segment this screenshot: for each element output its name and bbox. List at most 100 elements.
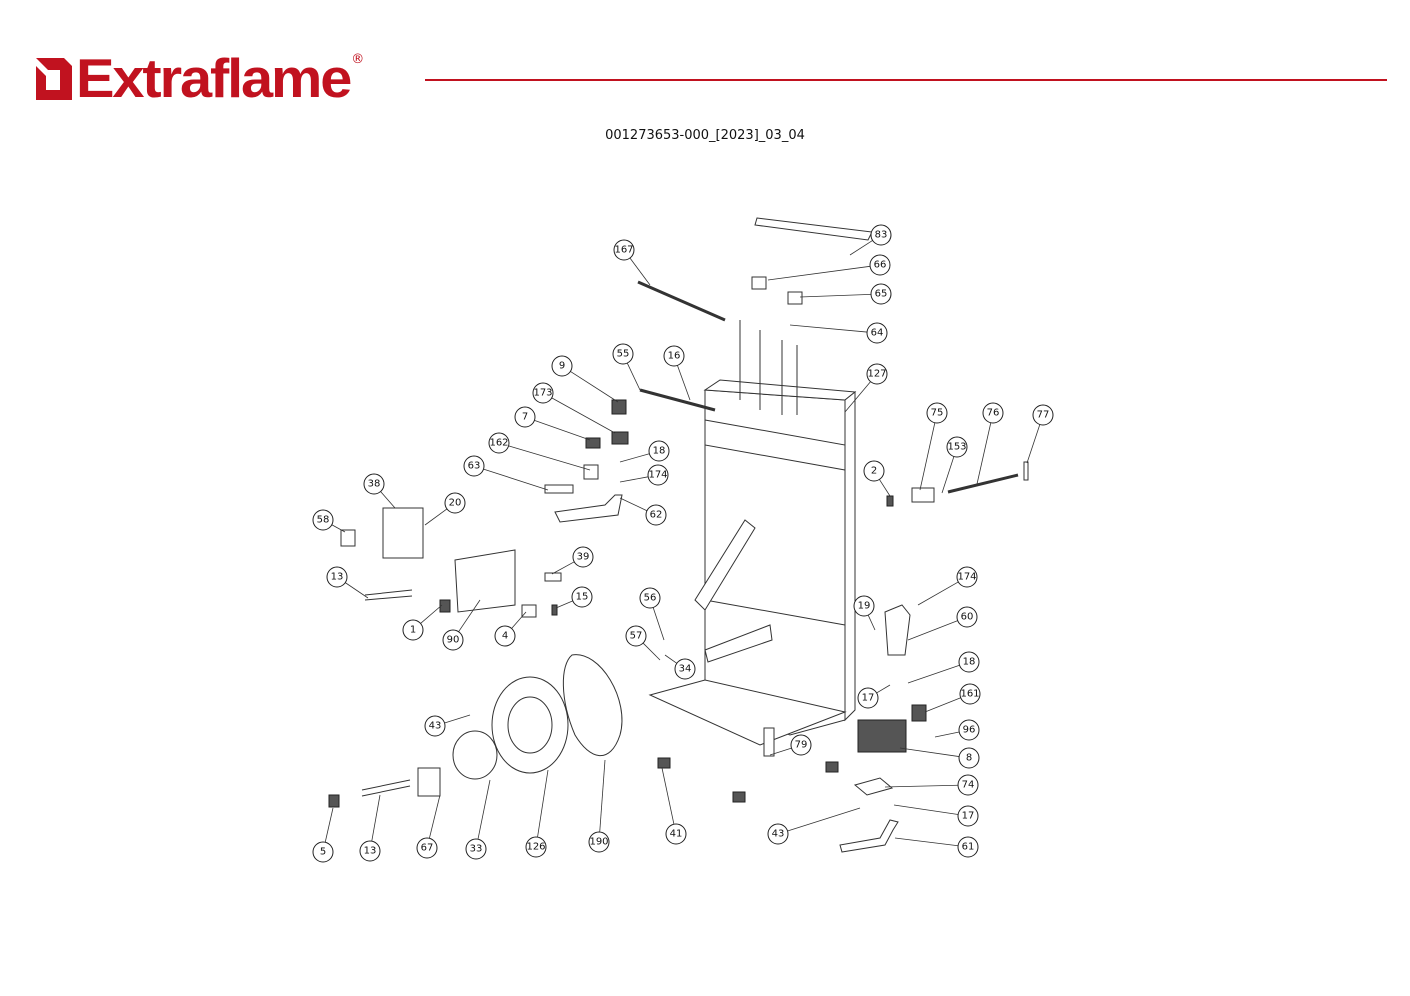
callout-circle (853, 595, 875, 617)
callout-circle (363, 473, 385, 495)
callout-circle (416, 837, 438, 859)
callout-43: 43 (424, 714, 471, 737)
callout-83: 83 (849, 224, 892, 256)
callout-number: 20 (449, 498, 462, 509)
callout-74: 74 (884, 774, 979, 796)
leader-line (893, 804, 959, 815)
callout-number: 18 (653, 446, 666, 457)
callout-number: 41 (670, 829, 683, 840)
pipe-tube (704, 624, 773, 663)
body-seam (704, 599, 846, 626)
fan-motor-33 (452, 730, 498, 780)
leader-line (642, 642, 661, 661)
callout-15: 15 (555, 586, 593, 609)
callout-9: 9 (551, 355, 619, 403)
callout-4: 4 (494, 611, 527, 647)
callout-circle (326, 566, 348, 588)
callout-17: 17 (857, 684, 891, 709)
callout-number: 43 (772, 829, 785, 840)
callout-67: 67 (416, 794, 441, 859)
switch-1 (439, 599, 451, 613)
callout-circle (926, 402, 948, 424)
callout-2: 2 (863, 460, 891, 497)
callout-number: 17 (862, 693, 875, 704)
callout-number: 66 (874, 260, 887, 271)
foot-41-a (657, 757, 671, 769)
leader-line (537, 769, 549, 838)
leader-line (907, 664, 960, 684)
callout-number: 39 (577, 552, 590, 563)
callout-number: 79 (795, 740, 808, 751)
leader-line (508, 445, 591, 471)
callout-41: 41 (661, 767, 687, 845)
callout-number: 58 (317, 515, 330, 526)
callout-number: 7 (522, 412, 528, 423)
pipe-63 (544, 484, 574, 494)
leader-line (629, 257, 651, 286)
rod-55 (639, 388, 716, 412)
callout-number: 90 (447, 635, 460, 646)
callout-circle (612, 343, 634, 365)
leader-line (551, 561, 575, 575)
leader-line (884, 784, 959, 788)
callout-number: 33 (470, 844, 483, 855)
leader-line (599, 759, 606, 833)
callout-167: 167 (613, 239, 651, 286)
callout-number: 9 (559, 361, 565, 372)
callout-number: 77 (1037, 410, 1050, 421)
leader-line (555, 600, 573, 609)
callout-number: 55 (617, 349, 630, 360)
callout-96: 96 (934, 719, 980, 741)
callout-number: 34 (679, 664, 692, 675)
callout-circle (613, 239, 635, 261)
callout-34: 34 (664, 654, 696, 680)
callout-circle (957, 805, 979, 827)
leader-line (879, 479, 891, 497)
callout-number: 57 (630, 631, 643, 642)
callout-58: 58 (312, 509, 346, 533)
callout-56: 56 (639, 587, 665, 641)
callout-number: 1 (410, 625, 416, 636)
callout-circle (312, 509, 334, 531)
registered-mark: ® (351, 52, 365, 67)
callout-number: 174 (648, 470, 667, 481)
leader-line (894, 837, 959, 847)
callout-number: 126 (526, 842, 545, 853)
front-band (704, 419, 846, 471)
callout-number: 18 (963, 657, 976, 668)
callout-38: 38 (363, 473, 396, 509)
callout-number: 162 (489, 438, 508, 449)
logo-mark-icon (34, 54, 74, 102)
callout-circle (956, 566, 978, 588)
callout-circle (863, 460, 885, 482)
turbulators (739, 320, 798, 415)
callout-number: 64 (871, 328, 884, 339)
callout-63: 63 (463, 455, 549, 491)
callout-circle (312, 841, 334, 863)
callout-circle (494, 625, 516, 647)
leader-line (844, 381, 871, 413)
valve-173 (611, 431, 629, 445)
callout-number: 13 (331, 572, 344, 583)
callout-number: 161 (960, 689, 979, 700)
leader-line (917, 581, 959, 606)
callout-number: 76 (987, 408, 1000, 419)
callout-20: 20 (424, 492, 466, 526)
callout-circle (869, 254, 891, 276)
callout-circle (959, 683, 981, 705)
callout-75: 75 (919, 402, 948, 491)
callout-90: 90 (442, 599, 481, 651)
panel-90 (454, 549, 516, 613)
leader-line (876, 684, 891, 694)
leader-line (849, 240, 873, 256)
callout-7: 7 (514, 406, 591, 441)
parts-drawing (328, 217, 1029, 853)
leader-line (976, 422, 992, 485)
callout-circle (572, 546, 594, 568)
callout-circle (625, 625, 647, 647)
callout-1: 1 (402, 604, 443, 641)
callout-number: 17 (962, 811, 975, 822)
callout-circle (957, 836, 979, 858)
leader-line (919, 422, 936, 491)
